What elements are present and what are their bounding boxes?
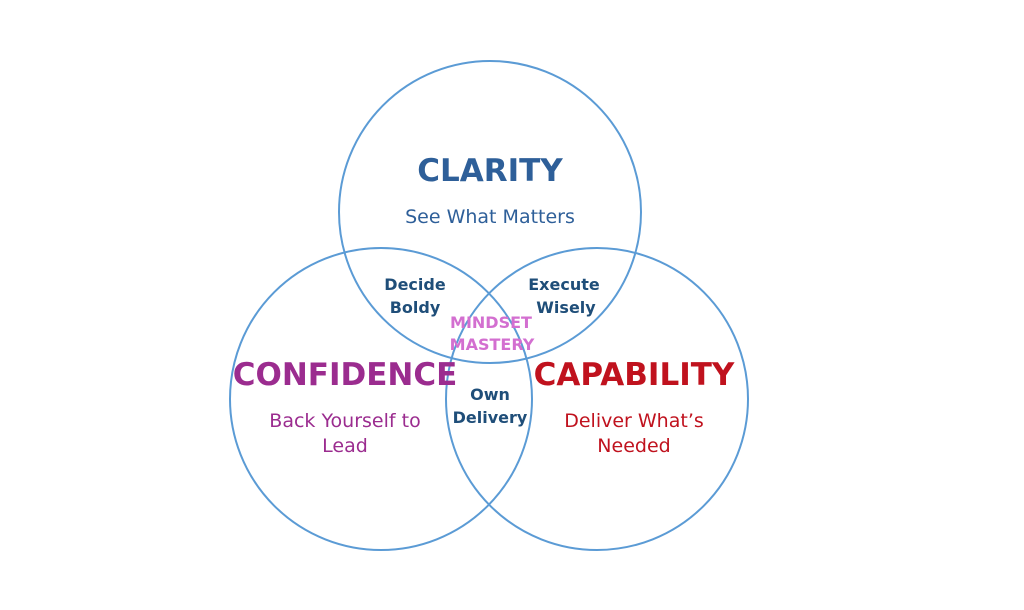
confidence-circle bbox=[229, 247, 533, 551]
capability-circle bbox=[445, 247, 749, 551]
capability-subtitle-line2: Needed bbox=[597, 435, 670, 457]
confidence-subtitle-line1: Back Yourself to bbox=[269, 410, 420, 432]
center-mindset: MINDSET bbox=[450, 313, 532, 332]
confidence-title: CONFIDENCE bbox=[233, 357, 458, 393]
overlap-own-delivery-line2: Delivery bbox=[453, 408, 528, 427]
overlap-execute-wisely-line1: Execute bbox=[528, 275, 600, 294]
center-mastery: MASTERY bbox=[450, 335, 535, 354]
clarity-subtitle: See What Matters bbox=[405, 206, 575, 228]
overlap-decide-boldly-line1: Decide bbox=[384, 275, 446, 294]
capability-subtitle-line1: Deliver What’s bbox=[564, 410, 704, 432]
clarity-title: CLARITY bbox=[417, 153, 563, 189]
overlap-decide-boldly-line2: Boldy bbox=[390, 298, 441, 317]
clarity-circle bbox=[338, 60, 642, 364]
capability-title: CAPABILITY bbox=[534, 357, 735, 393]
overlap-execute-wisely-line2: Wisely bbox=[536, 298, 596, 317]
overlap-own-delivery-line1: Own bbox=[470, 385, 510, 404]
confidence-subtitle-line2: Lead bbox=[322, 435, 368, 457]
